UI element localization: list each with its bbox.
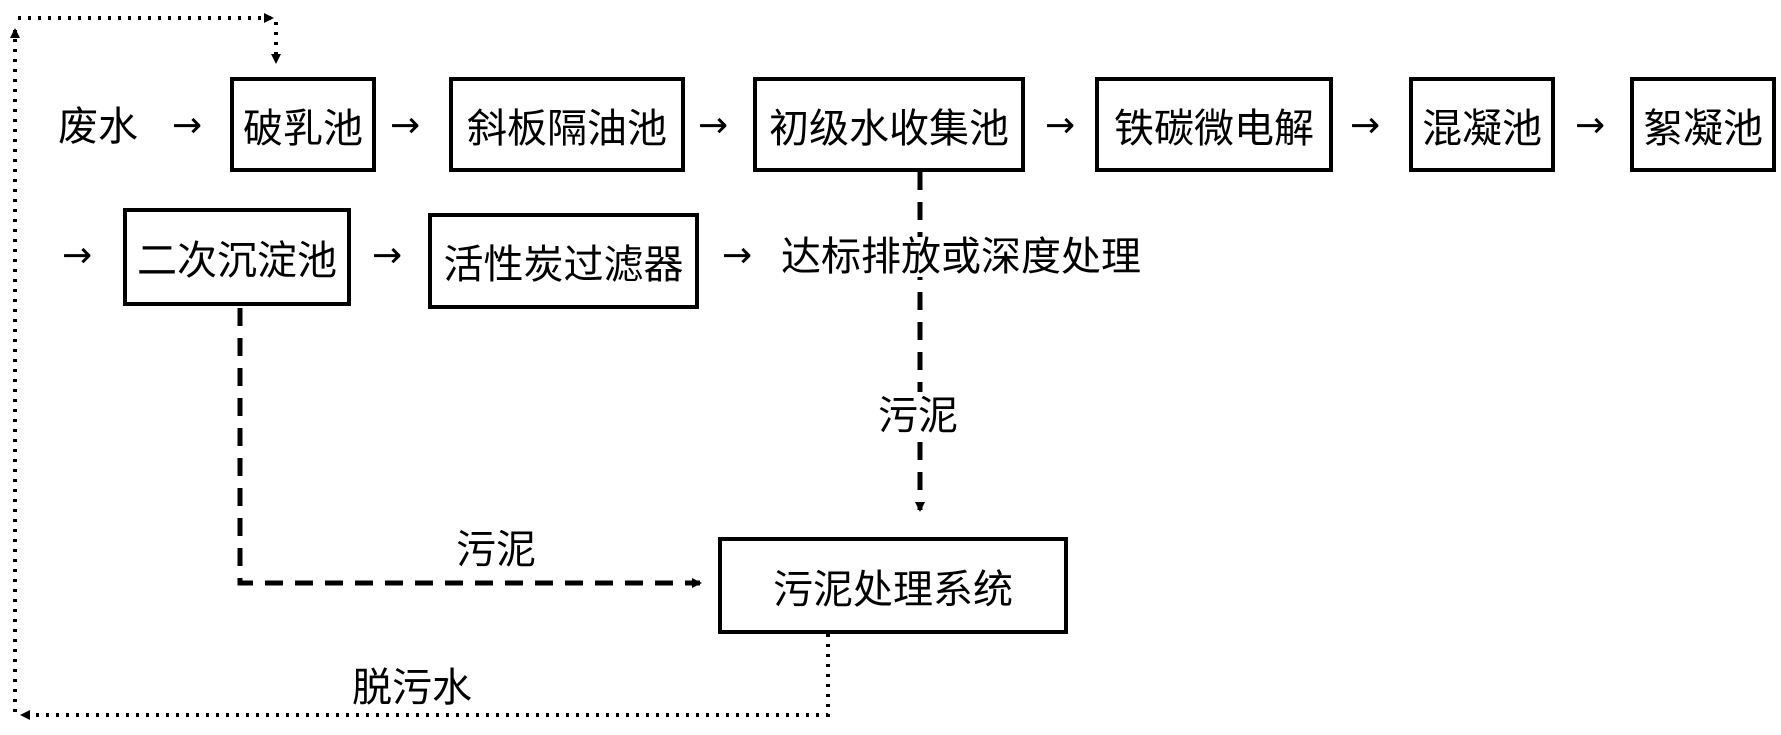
box-sludge-treatment-system: 污泥处理系统	[718, 537, 1068, 634]
box-primary-collection-tank: 初级水收集池	[753, 77, 1025, 172]
arrow-4: →	[1045, 105, 1076, 146]
box-coagulation-tank: 混凝池	[1409, 77, 1555, 172]
arrow-7: →	[62, 235, 93, 276]
return-line	[20, 634, 830, 720]
box-demulsification-tank: 破乳池	[230, 77, 376, 172]
box-secondary-sedimentation: 二次沉淀池	[123, 208, 351, 306]
return-water-label: 脱污水	[352, 665, 472, 711]
arrow-5: →	[1350, 105, 1381, 146]
sludge-line-left	[237, 308, 702, 588]
arrow-1: →	[172, 105, 203, 146]
sludge-label-top: 污泥	[878, 392, 958, 440]
arrow-8: →	[372, 235, 403, 276]
sludge-label-left: 污泥	[456, 527, 536, 573]
box-iron-carbon-electrolysis: 铁碳微电解	[1095, 77, 1333, 172]
input-label: 废水	[58, 104, 138, 150]
arrow-6: →	[1575, 105, 1606, 146]
box-inclined-plate-separator: 斜板隔油池	[449, 77, 685, 172]
box-activated-carbon-filter: 活性炭过滤器	[428, 213, 699, 309]
arrow-3: →	[698, 105, 729, 146]
arrow-9: →	[722, 235, 753, 276]
output-label: 达标排放或深度处理	[781, 234, 1141, 280]
box-flocculation-tank: 絮凝池	[1630, 77, 1776, 172]
arrow-2: →	[390, 105, 421, 146]
